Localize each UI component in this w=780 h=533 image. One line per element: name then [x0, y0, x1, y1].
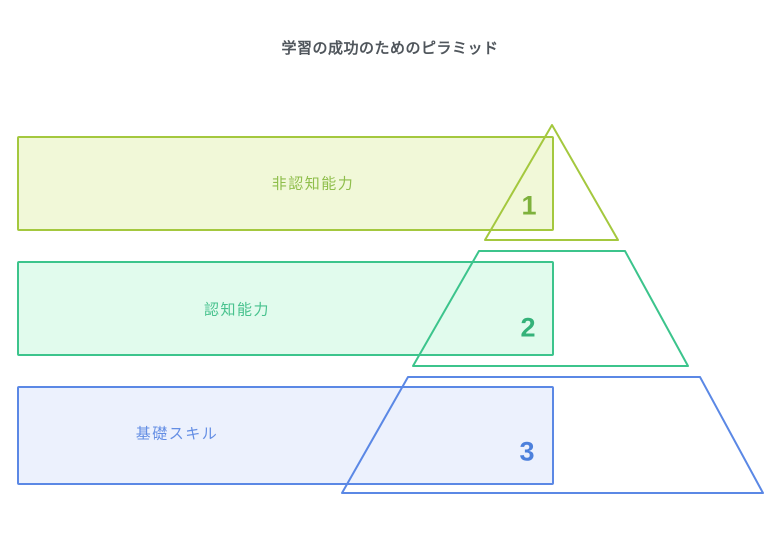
level-1-label: 非認知能力: [271, 175, 355, 193]
level-2-rank-number: 2: [520, 312, 536, 343]
level-2-band-rect: [17, 261, 554, 356]
level-3-band-rect: [17, 386, 554, 485]
level-2-label: 認知能力: [203, 301, 271, 319]
pyramid-tier-1-outline: [484, 124, 619, 241]
pyramid-tier-2-outline: [412, 250, 689, 367]
diagram-title: 学習の成功のためのピラミッド: [281, 40, 499, 57]
level-3-rank-number: 3: [519, 436, 535, 467]
level-1-band-rect: [17, 136, 554, 231]
pyramid-tier-3-outline: [341, 376, 764, 494]
level-1-rank-number: 1: [521, 190, 537, 221]
level-3-label: 基礎スキル: [135, 425, 219, 443]
